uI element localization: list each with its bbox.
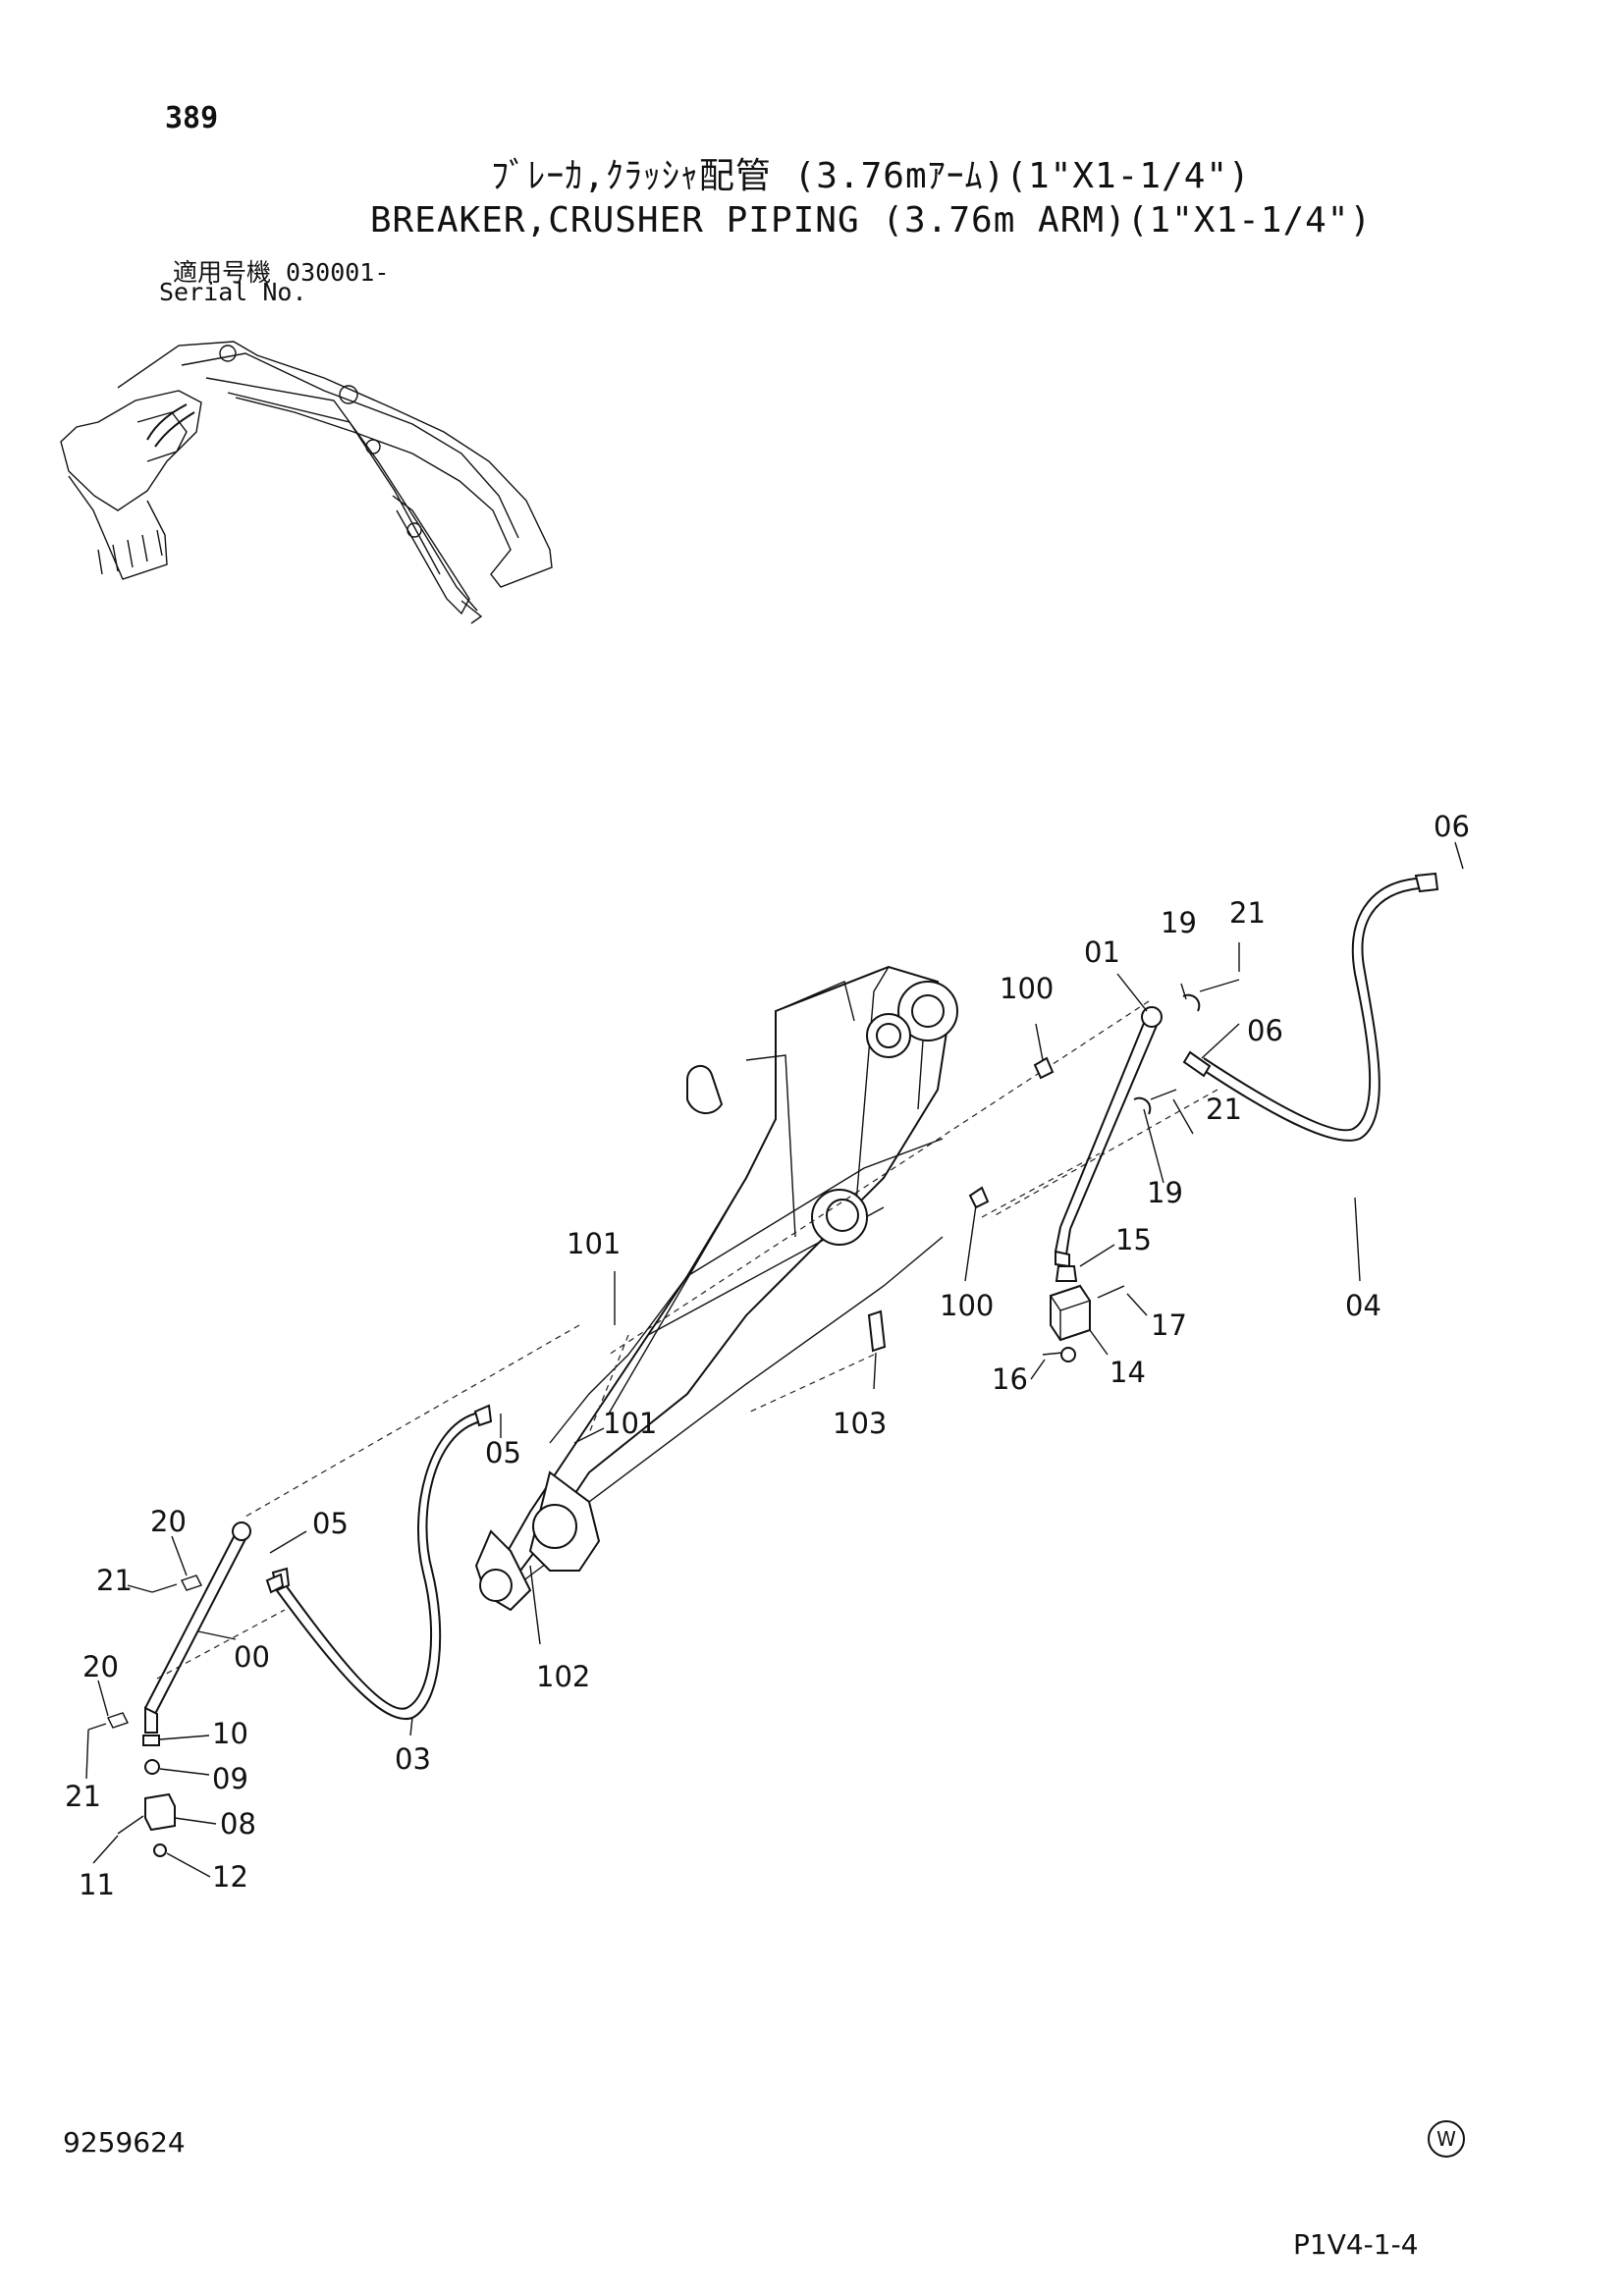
callout-labels: 06 19 21 01 100 06 21 19 101 15 100 17 0…: [65, 810, 1470, 1901]
callout-21-top: 21: [1229, 896, 1266, 930]
callout-11: 11: [79, 1868, 115, 1901]
callout-03: 03: [395, 1742, 431, 1776]
callout-101-top: 101: [567, 1227, 621, 1260]
callout-15: 15: [1115, 1223, 1152, 1256]
callout-17: 17: [1151, 1308, 1187, 1342]
callout-20-upper: 20: [150, 1505, 187, 1538]
callout-19-mid: 19: [1147, 1176, 1183, 1209]
callout-21-mid: 21: [1206, 1093, 1242, 1126]
callout-09: 09: [212, 1762, 248, 1795]
page-code: P1V4-1-4: [1293, 2228, 1419, 2261]
document-number: 9259624: [63, 2126, 186, 2159]
callout-01: 01: [1084, 935, 1120, 969]
callout-20-lower: 20: [82, 1650, 119, 1683]
callout-21-left-lower: 21: [65, 1780, 101, 1813]
callout-00: 00: [234, 1640, 270, 1674]
callout-05-upper: 05: [485, 1436, 521, 1469]
callout-06-top: 06: [1434, 810, 1470, 843]
overview-excavator-thumbnail: [60, 341, 553, 624]
watermark-symbol: W: [1428, 2120, 1465, 2158]
arm-structure: [474, 965, 958, 1612]
serial-label-japanese: 適用号機 030001-: [173, 258, 390, 287]
callout-21-left-upper: 21: [96, 1564, 133, 1597]
page-number: 389: [165, 101, 219, 135]
callout-100-top: 100: [1000, 972, 1054, 1005]
callout-101-mid: 101: [603, 1407, 657, 1440]
callout-10: 10: [212, 1717, 248, 1750]
callout-12: 12: [212, 1860, 248, 1894]
callout-102: 102: [536, 1660, 590, 1693]
callout-100-bottom: 100: [940, 1289, 994, 1322]
callout-05-left: 05: [312, 1507, 349, 1540]
callout-14: 14: [1110, 1356, 1146, 1389]
callout-leader-lines: [85, 841, 1464, 1878]
callout-04: 04: [1345, 1289, 1381, 1322]
left-pipe-assembly: [87, 1404, 493, 1857]
right-pipe-assembly: [867, 872, 1439, 1362]
callout-19-top: 19: [1161, 906, 1197, 939]
title-english: BREAKER,CRUSHER PIPING (3.76m ARM)(1"X1-…: [369, 200, 1373, 240]
callout-08: 08: [220, 1807, 256, 1841]
callout-06-mid: 06: [1247, 1014, 1283, 1047]
callout-103: 103: [833, 1407, 887, 1440]
serial-label-english: Serial No.: [159, 278, 307, 306]
title-japanese: ﾌﾞﾚｰｶ,ｸﾗｯｼｬ配管 (3.76mｱｰﾑ)(1"X1-1/4"): [491, 156, 1251, 196]
callout-16: 16: [992, 1362, 1028, 1396]
